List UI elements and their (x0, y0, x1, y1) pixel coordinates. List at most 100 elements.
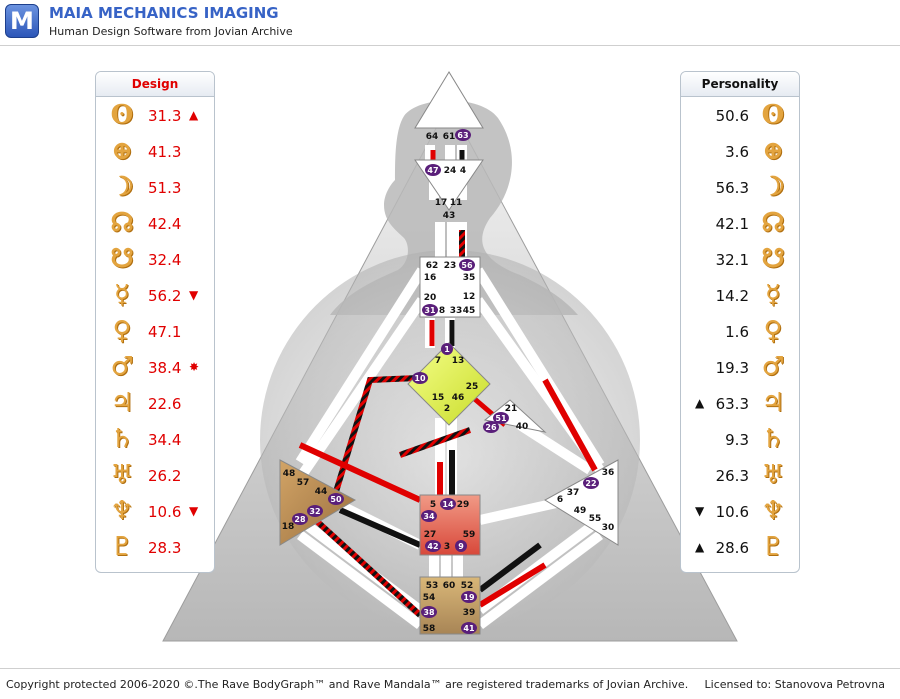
svg-text:1: 1 (444, 345, 450, 354)
gate-label: 6 (557, 495, 563, 505)
active-gate-badge: 42 (425, 540, 441, 552)
gate-label: 3 (444, 542, 450, 552)
svg-text:51: 51 (495, 414, 507, 423)
personality-row: ♅26.3 (681, 458, 799, 494)
gate-label: 11 (450, 198, 463, 208)
design-value: 42.4 (148, 215, 182, 233)
gate-label: 45 (463, 306, 476, 316)
pluto-icon: ♇ (761, 532, 785, 562)
personality-value: 10.6 (715, 503, 749, 521)
app-title: MAIA MECHANICS IMAGING (49, 4, 279, 22)
personality-panel-title: Personality (681, 72, 799, 97)
svg-text:56: 56 (461, 261, 473, 270)
defined-channels (298, 150, 598, 618)
gate-label: 54 (423, 593, 436, 603)
footer-divider (0, 668, 900, 669)
personality-value: 19.3 (715, 359, 749, 377)
svg-text:31: 31 (424, 306, 436, 315)
design-value: 28.3 (148, 539, 182, 557)
uranus-icon: ♅ (761, 460, 785, 490)
active-gate-badge: 38 (421, 606, 437, 618)
venus-icon: ♀ (763, 316, 783, 346)
venus-icon: ♀ (112, 316, 132, 346)
personality-mark: ▲ (695, 396, 705, 410)
gate-label: 17 (435, 198, 448, 208)
personality-value: 32.1 (715, 251, 749, 269)
personality-row: ☿14.2 (681, 278, 799, 314)
south-node-icon: ☋ (110, 244, 134, 274)
gate-label: 5 (430, 500, 436, 510)
active-gate-badge: 63 (455, 129, 471, 141)
design-value: 22.6 (148, 395, 182, 413)
active-gate-badge: 1 (441, 343, 453, 355)
svg-text:10: 10 (414, 374, 426, 383)
active-gate-badge: 31 (422, 304, 438, 316)
gate-label: 49 (574, 506, 587, 516)
gate-label: 29 (457, 500, 470, 510)
gate-label: 36 (602, 468, 615, 478)
saturn-icon: ♄ (110, 424, 134, 454)
design-row: ♂38.4✸ (96, 350, 214, 386)
design-value: 26.2 (148, 467, 182, 485)
gate-label: 20 (424, 293, 437, 303)
gate-label: 21 (505, 404, 518, 414)
gate-label: 25 (466, 382, 479, 392)
app-logo: M (5, 4, 39, 38)
personality-value: 14.2 (715, 287, 749, 305)
design-panel-title: Design (96, 72, 214, 97)
design-row: ☽51.3 (96, 170, 214, 206)
design-row: ☊ 42.4 (96, 206, 214, 242)
personality-value: 3.6 (725, 143, 749, 161)
mercury-icon: ☿ (114, 280, 130, 310)
gate-label: 18 (282, 522, 295, 532)
personality-mark: ▼ (695, 504, 705, 518)
active-gate-badge: 28 (292, 513, 308, 525)
gate-label: 64 (426, 132, 439, 142)
personality-value: 9.3 (725, 431, 749, 449)
gate-label: 58 (423, 624, 436, 634)
design-row: ♃22.6 (96, 386, 214, 422)
active-gate-badge: 22 (583, 477, 599, 489)
design-row: ⊕41.3 (96, 134, 214, 170)
svg-text:22: 22 (585, 479, 596, 488)
design-value: 51.3 (148, 179, 182, 197)
gate-label: 57 (297, 478, 310, 488)
svg-text:47: 47 (427, 166, 438, 175)
heart-center (483, 399, 547, 433)
south-node-icon: ☋ (761, 244, 785, 274)
app-subtitle: Human Design Software from Jovian Archiv… (49, 25, 293, 38)
pluto-icon: ♇ (110, 532, 134, 562)
personality-row: ⊕3.6 (681, 134, 799, 170)
gate-label: 48 (283, 469, 296, 479)
svg-text:38: 38 (423, 608, 435, 617)
mars-icon: ♂ (761, 352, 785, 382)
solar-plexus-center (544, 459, 619, 546)
personality-value: 50.6 (715, 107, 749, 125)
gate-label: 43 (443, 211, 456, 221)
north-node-icon: ☊ (110, 208, 134, 238)
personality-row: ♇28.6▲ (681, 530, 799, 566)
svg-text:28: 28 (294, 515, 306, 524)
gate-label: 40 (516, 422, 529, 432)
design-value: 10.6 (148, 503, 182, 521)
design-row: ♅26.2 (96, 458, 214, 494)
gate-label: 15 (432, 393, 445, 403)
gate-label: 39 (463, 608, 476, 618)
svg-text:14: 14 (442, 500, 454, 509)
g-center (407, 342, 491, 426)
personality-value: 1.6 (725, 323, 749, 341)
gate-label: 33 (450, 306, 463, 316)
neptune-icon: ♆ (110, 496, 134, 526)
personality-mark: ▲ (695, 540, 705, 554)
jupiter-icon: ♃ (761, 388, 785, 418)
gate-label: 7 (435, 356, 441, 366)
design-row: ♆10.6▼ (96, 494, 214, 530)
gate-label: 44 (315, 487, 328, 497)
gate-label: 8 (439, 306, 445, 316)
earth-icon: ⊕ (111, 136, 133, 166)
personality-row: ☊42.1 (681, 206, 799, 242)
gate-label: 61 (443, 132, 456, 142)
personality-row: ☽56.3 (681, 170, 799, 206)
personality-row: ♃63.3▲ (681, 386, 799, 422)
